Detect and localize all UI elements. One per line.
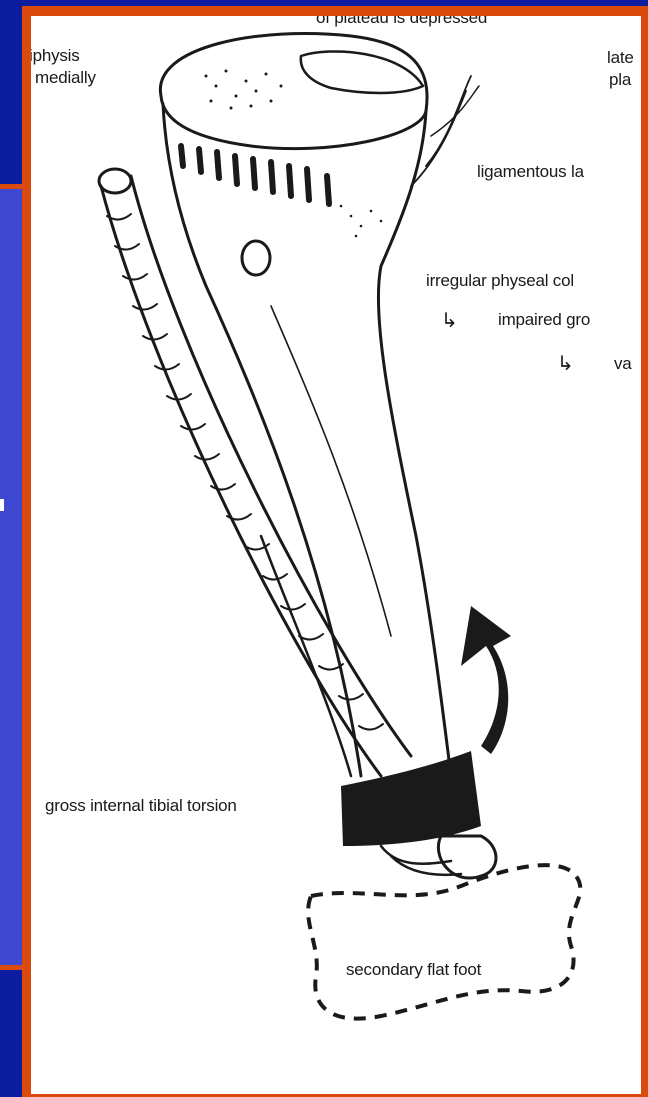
- panel-tick: [0, 499, 4, 511]
- label-impaired: impaired gro: [498, 310, 590, 330]
- lateral-leader: [431, 86, 479, 136]
- label-epiphysis-2: medially: [35, 68, 96, 88]
- rotation-arrow: [461, 606, 511, 754]
- label-valgus: va: [614, 354, 632, 374]
- label-ligamentous: ligamentous la: [477, 162, 584, 182]
- label-lateral-1: late: [607, 48, 634, 68]
- tibial-plateau: [160, 34, 427, 149]
- flat-foot-outline: [308, 865, 580, 1019]
- nutrient-foramen: [242, 241, 270, 275]
- label-flat-foot: secondary flat foot: [346, 960, 481, 980]
- curved-arrow-icon: ↳: [557, 351, 574, 376]
- label-epiphysis-1: iphysis: [31, 46, 80, 66]
- ligament-lines: [411, 76, 471, 186]
- torsion-band: [341, 751, 481, 846]
- cortical-line: [271, 306, 391, 636]
- depressed-plateau: [301, 51, 423, 93]
- talus: [438, 836, 496, 878]
- growth-plate-dashes: [181, 146, 329, 204]
- label-lateral-2: pla: [609, 70, 631, 90]
- label-top-cut: of plateau is depressed: [316, 16, 487, 28]
- fibula-outline-right: [131, 176, 411, 756]
- label-torsion: gross internal tibial torsion: [45, 796, 237, 816]
- curved-arrow-icon: ↳: [441, 308, 458, 333]
- diagram-canvas: of plateau is depressed iphysis medially…: [31, 16, 641, 1094]
- label-irregular: irregular physeal col: [426, 271, 574, 291]
- fibula-outline-left: [101, 186, 381, 776]
- tibia-shaft-right: [378, 111, 451, 776]
- plateau-stipple: [205, 70, 383, 238]
- fibula-head: [99, 169, 131, 193]
